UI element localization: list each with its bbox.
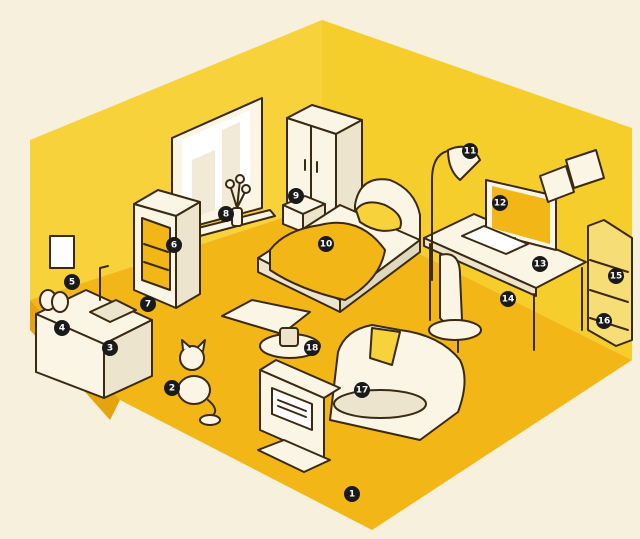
marker-label: 14	[502, 295, 515, 305]
marker-label: 18	[306, 344, 319, 354]
marker-circle	[166, 237, 182, 253]
marker-1: 1	[344, 486, 360, 502]
marker-label: 15	[610, 272, 623, 282]
marker-4: 4	[54, 320, 70, 336]
marker-label: 12	[494, 199, 507, 209]
marker-label: 6	[171, 241, 177, 251]
marker-7: 7	[140, 296, 156, 312]
marker-circle	[164, 380, 180, 396]
cat	[177, 339, 217, 417]
marker-3: 3	[102, 340, 118, 356]
fridge	[133, 189, 201, 309]
marker-label: 2	[169, 384, 175, 394]
marker-9: 9	[288, 188, 304, 204]
marker-circle	[218, 206, 234, 222]
marker-15: 15	[608, 268, 624, 284]
marker-label: 3	[107, 344, 113, 354]
marker-13: 13	[532, 256, 548, 272]
marker-8: 8	[218, 206, 234, 222]
shelf	[587, 219, 633, 347]
marker-label: 4	[59, 324, 65, 334]
marker-label: 1	[349, 490, 355, 500]
desk-chair	[428, 253, 482, 353]
marker-label: 7	[145, 300, 151, 310]
marker-label: 10	[320, 240, 333, 250]
marker-6: 6	[166, 237, 182, 253]
marker-circle	[54, 320, 70, 336]
marker-circle	[492, 195, 508, 211]
marker-circle	[64, 274, 80, 290]
sofa	[329, 324, 466, 441]
marker-circle	[344, 486, 360, 502]
kitchen-counter	[35, 235, 153, 399]
marker-2: 2	[164, 380, 180, 396]
marker-circle	[288, 188, 304, 204]
flower-vase	[225, 174, 251, 227]
marker-label: 8	[223, 210, 229, 220]
bed	[257, 178, 421, 313]
marker-label: 17	[356, 386, 369, 396]
marker-18: 18	[304, 340, 320, 356]
marker-circle	[304, 340, 320, 356]
marker-17: 17	[354, 382, 370, 398]
marker-circle	[354, 382, 370, 398]
marker-circle	[318, 236, 334, 252]
marker-11: 11	[462, 143, 478, 159]
marker-label: 9	[293, 192, 299, 202]
marker-circle	[608, 268, 624, 284]
marker-label: 5	[69, 278, 75, 288]
cat-bowl	[199, 414, 221, 426]
marker-circle	[532, 256, 548, 272]
marker-label: 11	[464, 147, 477, 157]
marker-10: 10	[318, 236, 334, 252]
wall-posters	[539, 149, 605, 203]
rug	[221, 299, 311, 335]
marker-12: 12	[492, 195, 508, 211]
marker-circle	[500, 291, 516, 307]
marker-circle	[462, 143, 478, 159]
marker-14: 14	[500, 291, 516, 307]
marker-5: 5	[64, 274, 80, 290]
marker-16: 16	[596, 313, 612, 329]
marker-label: 16	[598, 317, 611, 327]
coffee-table-items	[259, 327, 321, 359]
marker-circle	[596, 313, 612, 329]
marker-label: 13	[534, 260, 547, 270]
marker-circle	[140, 296, 156, 312]
marker-circle	[102, 340, 118, 356]
tv-stand	[257, 359, 341, 473]
